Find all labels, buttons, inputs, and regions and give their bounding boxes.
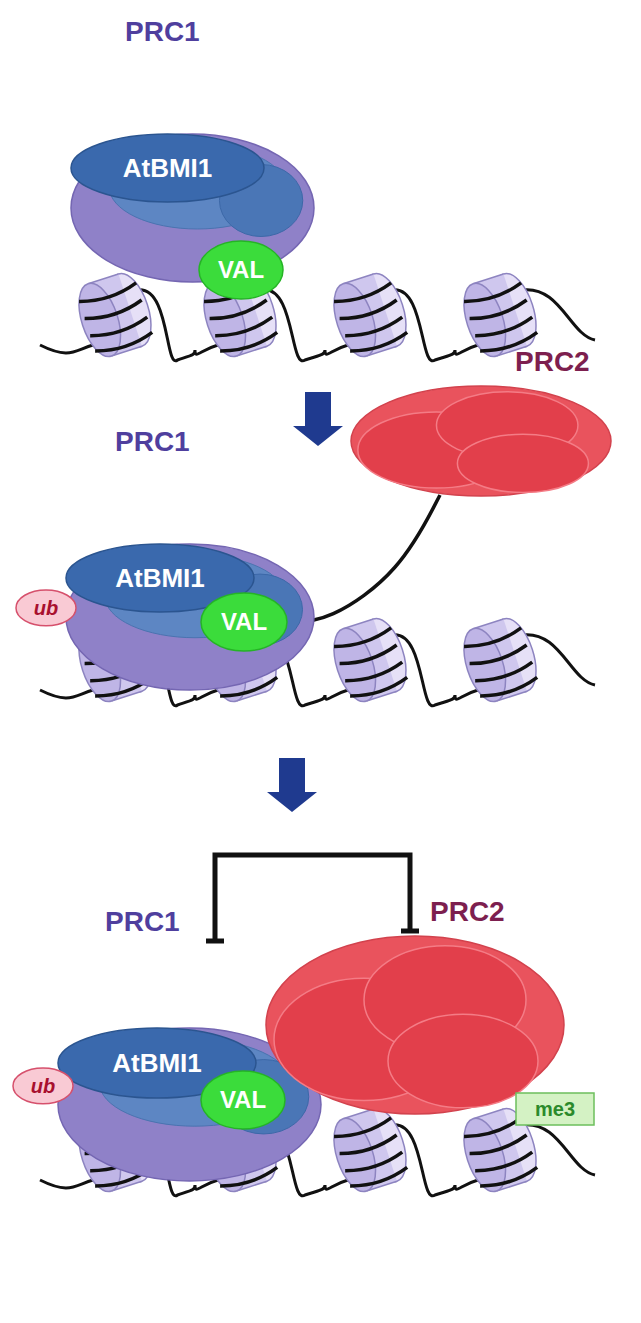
- complex-label: PRC1: [115, 427, 190, 458]
- atbmi1-subunit: AtBMI1: [70, 133, 265, 203]
- complex-label: PRC2: [430, 897, 505, 928]
- node-body: me3: [515, 1092, 595, 1126]
- val-protein-label: VAL: [221, 609, 267, 635]
- atbmi1-subunit-label: AtBMI1: [123, 154, 213, 183]
- ubiquitin-mark-label: ub: [34, 597, 58, 619]
- ubiquitin-mark-label: ub: [31, 1075, 55, 1097]
- nucleosome: [326, 613, 414, 706]
- complex-label: PRC1: [105, 907, 180, 938]
- val-protein: VAL: [200, 592, 288, 652]
- nucleosome: [456, 613, 544, 706]
- prc2-complex: PRC2: [350, 385, 612, 497]
- interaction-bracket: [215, 855, 410, 941]
- node-outline: [265, 935, 565, 1115]
- methylation-mark: me3: [515, 1092, 595, 1126]
- nucleosome: [326, 268, 414, 361]
- nucleosome: [326, 1103, 414, 1196]
- methylation-mark-label: me3: [535, 1098, 575, 1120]
- complex-label: PRC2: [515, 347, 590, 378]
- node-body: AtBMI1: [70, 133, 265, 203]
- complex-label: PRC1: [125, 17, 200, 48]
- atbmi1-subunit-label: AtBMI1: [112, 1049, 202, 1078]
- val-protein: VAL: [200, 1070, 286, 1130]
- step-arrow: [267, 758, 317, 812]
- ubiquitin-mark: ub: [12, 1067, 74, 1105]
- prc1-complex: AtBMI1PRC1: [50, 55, 295, 205]
- ubiquitin-mark: ub: [15, 589, 77, 627]
- node-body: ub: [15, 589, 77, 627]
- node-body: VAL: [198, 240, 284, 300]
- nucleosome: [71, 268, 159, 361]
- node-body: VAL: [200, 592, 288, 652]
- val-protein: VAL: [198, 240, 284, 300]
- node-body: VAL: [200, 1070, 286, 1130]
- prc1-complex: AtBMI1PRC1: [40, 465, 290, 613]
- node-outline: [350, 385, 612, 497]
- node-body: ub: [12, 1067, 74, 1105]
- step-arrow: [293, 392, 343, 446]
- atbmi1-subunit-label: AtBMI1: [115, 564, 205, 593]
- prc2-complex: PRC2: [265, 935, 565, 1115]
- val-protein-label: VAL: [220, 1087, 266, 1113]
- val-protein-label: VAL: [218, 257, 264, 283]
- chromatin-fiber: [40, 268, 595, 361]
